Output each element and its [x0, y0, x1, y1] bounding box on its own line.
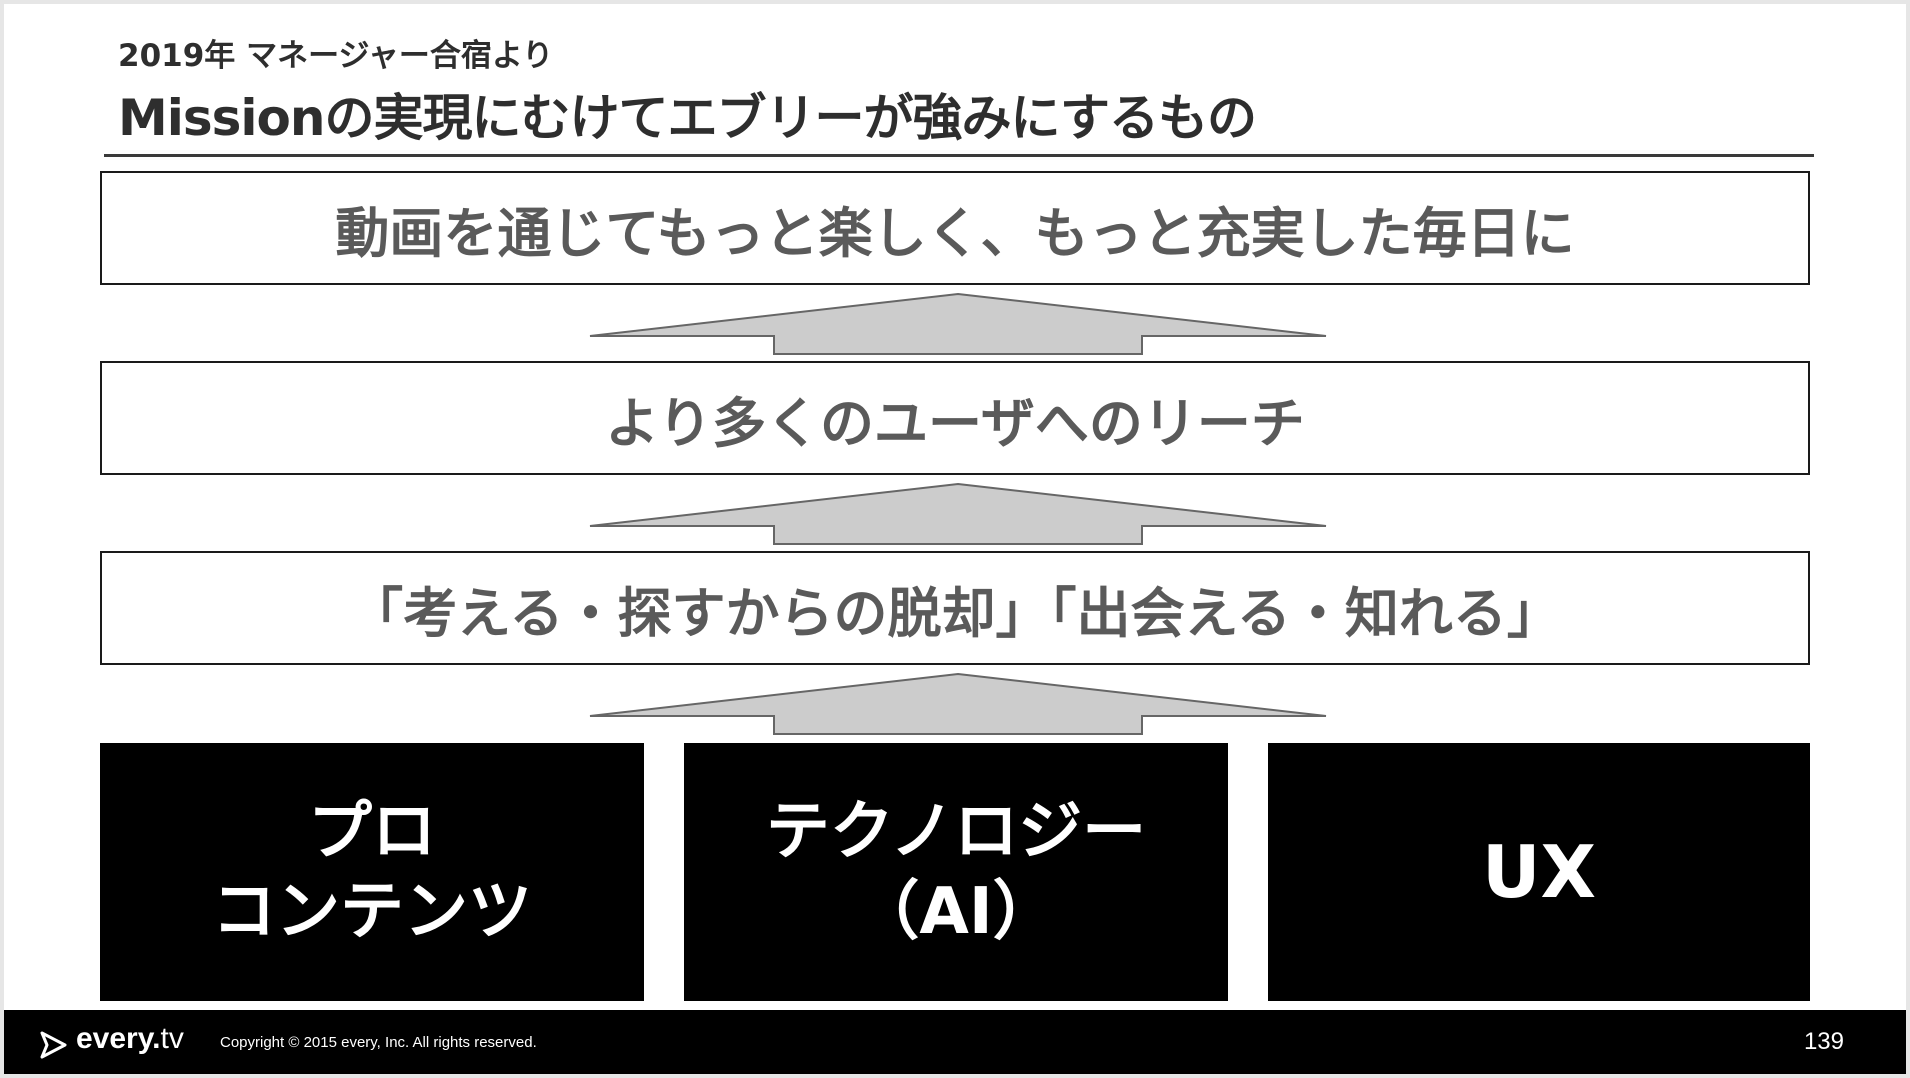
- up-arrow-icon: [589, 292, 1327, 355]
- reach-box: より多くのユーザへのリーチ: [100, 361, 1810, 475]
- up-arrow-icon: [589, 672, 1327, 735]
- pillar-line: テクノロジー: [765, 795, 1147, 869]
- experience-text: 「考える・探すからの脱却」「出会える・知れる」: [349, 581, 1561, 645]
- pillar-line: プロ: [308, 795, 436, 869]
- slide-footer: every.tv Copyright © 2015 every, Inc. Al…: [4, 1010, 1906, 1074]
- copyright-text: Copyright © 2015 every, Inc. All rights …: [220, 1034, 537, 1051]
- logo-main-text: every.: [76, 1022, 161, 1055]
- play-triangle-logo-icon: [40, 1031, 67, 1059]
- company-logo: every.tv: [76, 1022, 184, 1056]
- slide-subtitle: 2019年 マネージャー合宿より: [118, 38, 554, 74]
- reach-text: より多くのユーザへのリーチ: [605, 391, 1305, 455]
- logo-suffix-text: tv: [160, 1022, 184, 1055]
- title-divider: [104, 154, 1814, 157]
- pillar-pro-content: プロ コンテンツ: [100, 743, 644, 1001]
- page-number: 139: [1803, 1028, 1844, 1055]
- up-arrow-icon: [589, 482, 1327, 545]
- pillar-ux: UX: [1268, 743, 1810, 1001]
- pillar-line: コンテンツ: [212, 875, 532, 949]
- slide-title: Missionの実現にむけてエブリーが強みにするもの: [118, 89, 1257, 147]
- goal-text: 動画を通じてもっと楽しく、もっと充実した毎日に: [335, 201, 1575, 265]
- slide: 2019年 マネージャー合宿より Missionの実現にむけてエブリーが強みにす…: [4, 4, 1906, 1074]
- goal-box: 動画を通じてもっと楽しく、もっと充実した毎日に: [100, 171, 1810, 285]
- pillar-line: （AI）: [855, 875, 1057, 949]
- pillar-line: UX: [1482, 830, 1596, 914]
- experience-box: 「考える・探すからの脱却」「出会える・知れる」: [100, 551, 1810, 665]
- pillar-technology: テクノロジー （AI）: [684, 743, 1228, 1001]
